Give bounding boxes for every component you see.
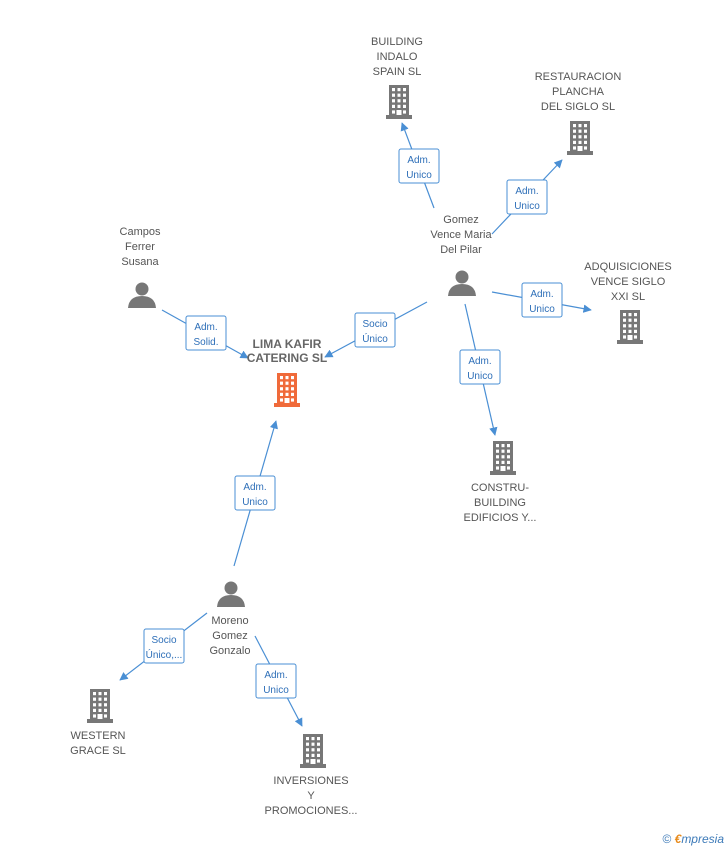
brand-logo-text: mpresia [681,832,724,846]
edge-label-box[interactable] [354,312,396,348]
node-label: Gomez [443,214,478,226]
node-label: Gonzalo [210,645,251,657]
edge-label-text: Unico [529,304,555,315]
node-label: CONSTRU- [471,482,529,494]
node-inversiones[interactable]: INVERSIONES Y PROMOCIONES... [265,734,358,817]
node-label: CATERING SL [247,351,327,365]
edge-label-text: Adm. [468,356,491,367]
node-label: Vence Maria [430,229,492,241]
edge-label-box[interactable] [255,663,297,699]
edge-label-box[interactable] [459,349,501,385]
edge-label-text: Socio [362,319,387,330]
company-icon [567,121,593,155]
person-icon [217,581,245,607]
node-label: EDIFICIOS Y... [464,512,537,524]
edge-label-text: Unico [514,201,540,212]
edge-label-text: Adm. [194,322,217,333]
node-label: Susana [121,256,159,268]
edge-label-text: Único,... [146,648,183,661]
node-label: WESTERN [71,730,126,742]
edge-label-text: Unico [467,371,493,382]
node-label: LIMA KAFIR [253,337,322,351]
edge-label-text: Adm. [407,155,430,166]
node-label: PROMOCIONES... [265,805,358,817]
edge-moreno-to-western: SocioÚnico,... [119,612,208,681]
company-icon [386,85,412,119]
edge-campos-to-lima: Adm. Solid. [161,309,249,359]
company-icon [87,689,113,723]
edge-label-text: Adm. [264,670,287,681]
node-label: BUILDING [371,36,423,48]
node-restauracion[interactable]: RESTAURACION PLANCHA DEL SIGLO SL [535,71,622,155]
node-label: Y [307,790,315,802]
node-label: Moreno [211,615,248,627]
node-label: ADQUISICIONES [584,261,671,273]
edge-gomez-to-building: Adm. Unico [398,122,440,209]
person-icon [128,282,156,308]
edge-label-text: Unico [406,170,432,181]
node-label: BUILDING [474,497,526,509]
edge-label-text: Adm. [243,482,266,493]
company-icon [490,441,516,475]
edge-label-box[interactable] [143,628,185,664]
company-icon [617,310,643,344]
node-label: RESTAURACION [535,71,622,83]
node-western[interactable]: WESTERN GRACE SL [70,689,126,757]
edge-moreno-to-lima: Adm. Unico [233,420,278,567]
node-label: VENCE SIGLO [591,276,666,288]
node-label: DEL SIGLO SL [541,101,615,113]
node-adquisiciones[interactable]: ADQUISICIONES VENCE SIGLO XXI SL [584,261,672,344]
edge-gomez-to-restauracion: Adm. Unico [491,159,563,235]
node-label: INDALO [377,51,418,63]
edge-label-text: Único [362,332,388,345]
edge-gomez-to-constru: Adm. Unico [459,303,501,436]
node-label: SPAIN SL [373,66,422,78]
main-company-icon [274,373,300,407]
edge-label-text: Socio [151,635,176,646]
node-building[interactable]: BUILDING INDALO SPAIN SL [371,36,423,119]
edge-label-text: Unico [263,685,289,696]
node-label: Gomez [212,630,247,642]
edge-label-text: Solid. [193,337,218,348]
copyright-icon: © [662,832,672,846]
edge-label-text: Adm. [530,289,553,300]
node-label: PLANCHA [552,86,605,98]
edge-label-text: Unico [242,497,268,508]
node-label: Campos [120,226,161,238]
edges-layer: Adm.Solid.SocioÚnicoAdm.UnicoAdm.UnicoAd… [119,122,592,727]
edge-label-box[interactable] [506,179,548,215]
node-label: XXI SL [611,291,645,303]
node-label: Ferrer [125,241,155,253]
node-label: Del Pilar [440,244,482,256]
edge-label-box[interactable] [234,475,276,511]
edge-label-box[interactable] [398,148,440,184]
edge-label-box[interactable] [185,315,227,351]
edge-gomez-to-adquisiciones: Adm. Unico [491,282,592,318]
edge-label-text: Adm. [515,186,538,197]
brand-footer[interactable]: © €mpresia [662,832,724,846]
node-constru[interactable]: CONSTRU- BUILDING EDIFICIOS Y... [464,441,537,524]
company-icon [300,734,326,768]
brand-logo-letter: € [674,832,682,846]
node-label: INVERSIONES [273,775,348,787]
edge-label-box[interactable] [521,282,563,318]
person-icon [448,270,476,296]
edge-moreno-to-inversiones: Adm. Unico [254,635,303,727]
node-label: GRACE SL [70,745,126,757]
